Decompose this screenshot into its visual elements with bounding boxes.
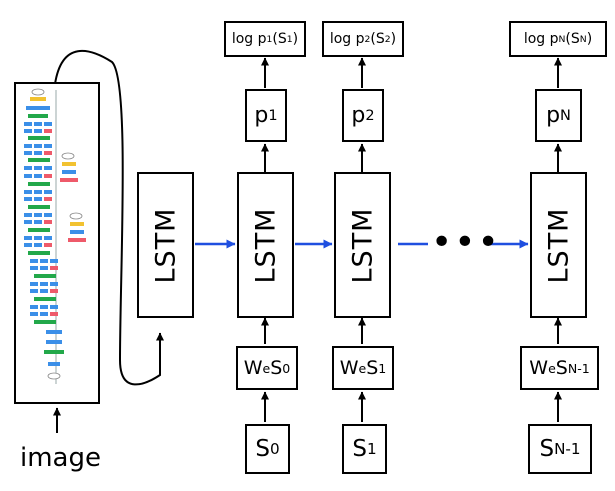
lstm-label: LSTM [150,207,182,283]
image-cnn-panel [14,82,100,404]
lstm-label: LSTM [347,207,379,283]
lstm-label: LSTM [250,207,282,283]
cnn-architecture-thumbnail [24,88,86,384]
lstm-cell-image: LSTM [137,172,194,318]
ellipsis: ••• [431,222,501,263]
lstm-cell-step-n: LSTM [530,172,587,318]
lstm-cell-step-2: LSTM [334,172,391,318]
image-label: image [20,443,101,473]
cnn-blocks [24,88,86,380]
lstm-label: LSTM [543,207,575,283]
image-to-lstm-curve [54,50,164,386]
lstm-cell-step-1: LSTM [237,172,294,318]
